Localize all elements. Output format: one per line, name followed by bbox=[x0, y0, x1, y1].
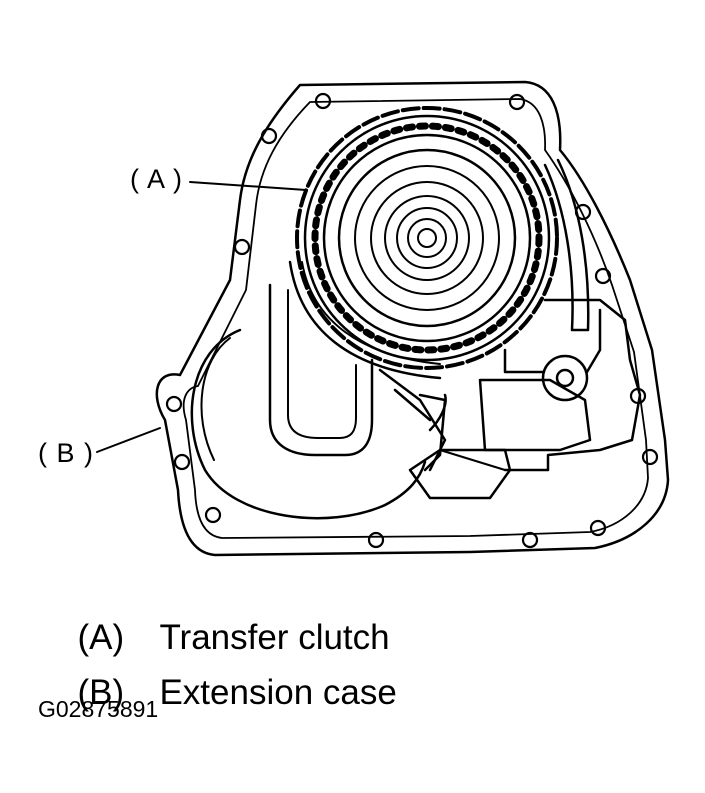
extension-case-inner-flange bbox=[182, 98, 649, 539]
clutch-piston-inner bbox=[384, 195, 470, 281]
leader-line-a bbox=[189, 181, 307, 191]
pipe-bracket bbox=[418, 393, 447, 472]
clutch-hub-step bbox=[354, 165, 500, 311]
figure-id: G02875891 bbox=[38, 696, 159, 722]
extension-case-outline bbox=[155, 80, 670, 557]
clutch-outer-ring bbox=[303, 114, 551, 362]
internal-rib-right bbox=[503, 298, 642, 472]
oil-pipe bbox=[543, 158, 590, 332]
internal-strut bbox=[378, 368, 447, 472]
clutch-guard-arc bbox=[288, 260, 442, 380]
clutch-teeth-ring bbox=[311, 122, 543, 354]
oil-channel-inner bbox=[287, 289, 357, 439]
clutch-shaft-bore bbox=[417, 228, 437, 248]
legend-item-b: (B) Extension case bbox=[58, 633, 397, 713]
clutch-outer-plate bbox=[295, 106, 559, 370]
pipe-boss bbox=[541, 354, 589, 402]
clutch-piston bbox=[370, 181, 484, 295]
legend-text-b: Extension case bbox=[159, 673, 397, 712]
oil-channel bbox=[268, 283, 374, 457]
transfer-clutch bbox=[295, 106, 559, 370]
clutch-shaft bbox=[407, 218, 447, 258]
internal-pocket bbox=[478, 378, 592, 452]
pipe-boss-support bbox=[503, 308, 602, 374]
legend-text-a: Transfer clutch bbox=[159, 618, 390, 657]
legend-item-a: (A) Transfer clutch bbox=[58, 578, 390, 658]
leader-line-b bbox=[96, 427, 161, 453]
extension-case-bowl bbox=[190, 328, 427, 520]
legend-key-a: (A) bbox=[77, 618, 125, 657]
clutch-hub bbox=[337, 148, 517, 328]
callout-a-label: ( A ) bbox=[130, 164, 184, 194]
callout-b-label: ( B ) bbox=[38, 438, 94, 468]
clutch-shaft-ring bbox=[396, 207, 458, 269]
pipe-boss-hole bbox=[555, 368, 575, 388]
internal-ledge-edge bbox=[409, 449, 506, 499]
extension-case-bowl-rib bbox=[200, 337, 231, 461]
bolt-holes bbox=[165, 92, 659, 549]
clutch-drum bbox=[322, 133, 532, 343]
legend-key-b: (B) bbox=[77, 673, 125, 712]
